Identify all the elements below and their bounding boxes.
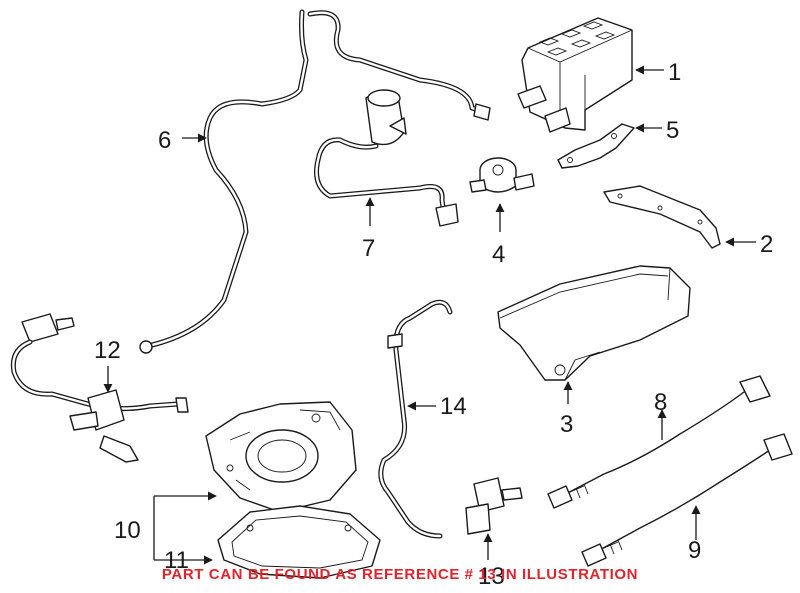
vacuum-pump (205, 401, 357, 513)
callout-7: 7 (362, 235, 375, 262)
callout-5: 5 (666, 117, 679, 144)
callout-10: 10 (114, 517, 141, 544)
pump-gasket (217, 505, 381, 579)
oxygen-sensor-upstream (547, 375, 771, 509)
callout-8: 8 (654, 389, 667, 416)
oxygen-sensor-downstream (581, 433, 793, 567)
heat-shield (497, 265, 691, 381)
callout-9: 9 (688, 537, 701, 564)
callout-11: 11 (164, 547, 189, 574)
solenoid-valve-assembly (10, 313, 189, 463)
solenoid-valve (465, 477, 523, 535)
purge-valve (469, 157, 535, 193)
vacuum-reservoir (314, 89, 459, 227)
canister-bracket (557, 123, 635, 169)
callout-3: 3 (560, 411, 573, 438)
callout-13: 13 (478, 563, 505, 590)
callout-14: 14 (440, 393, 467, 420)
callout-4: 4 (492, 241, 505, 268)
callout-2: 2 (760, 231, 773, 258)
callout-12: 12 (94, 337, 121, 364)
callout-6: 6 (158, 127, 171, 154)
callout-1: 1 (668, 59, 681, 86)
mounting-bracket (603, 185, 721, 249)
leader-lines (103, 65, 756, 565)
charcoal-canister (517, 17, 633, 133)
vent-line (139, 9, 491, 354)
reference-note: PART CAN BE FOUND AS REFERENCE # 13 IN I… (161, 566, 639, 583)
vacuum-line (378, 299, 453, 539)
